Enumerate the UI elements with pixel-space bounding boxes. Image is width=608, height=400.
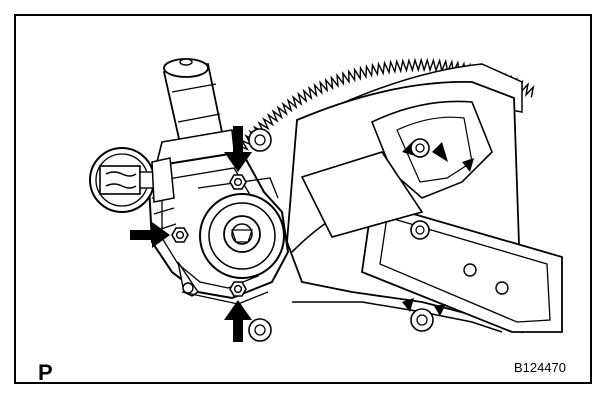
corner-letter-label: P [38, 360, 53, 385]
bolt-top [229, 174, 247, 190]
regulator-arms [248, 128, 563, 342]
arrow-right-icon [130, 222, 170, 248]
motor-connector [89, 147, 175, 213]
regulator-motor-illustration [89, 57, 563, 342]
bolt-bottom [229, 281, 247, 297]
power-window-motor [146, 58, 290, 305]
bolt-left [171, 227, 189, 243]
figure-code-label: B124470 [513, 360, 566, 375]
callout-arrows [130, 126, 252, 342]
diagram-frame: P B124470 [14, 14, 592, 385]
arrow-down-icon [224, 126, 252, 172]
arrow-up-icon [224, 300, 252, 342]
